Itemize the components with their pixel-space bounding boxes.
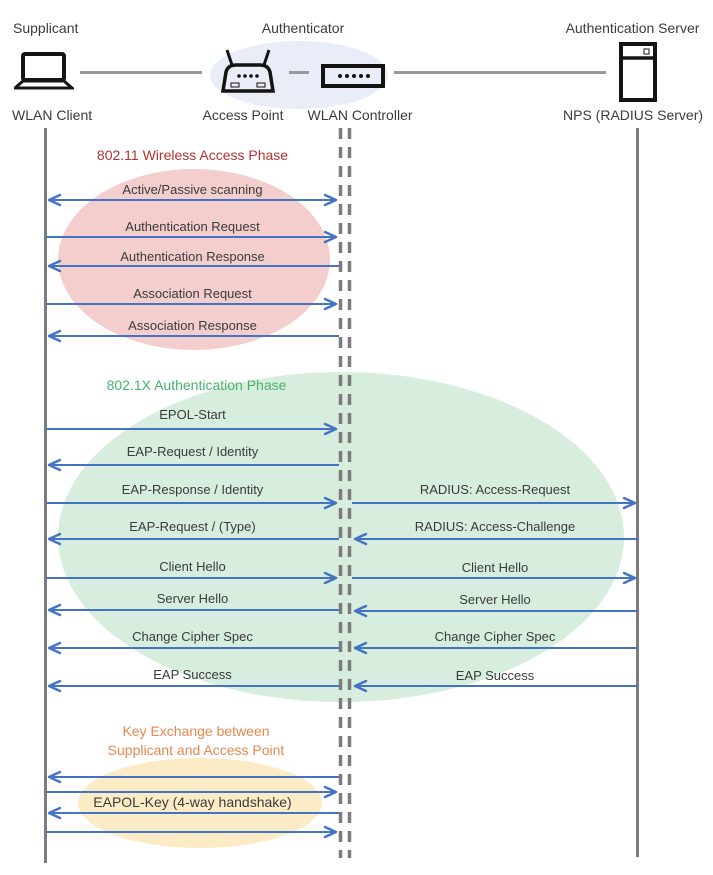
connector-ap-controller [289,71,309,74]
arrow-eapol-key-4-right [46,825,338,839]
node-access-point: Access Point [202,107,284,123]
message-label: EAP Success [455,668,535,683]
message-label: RADIUS: Access-Challenge [414,519,576,534]
role-authentication-server: Authentication Server [565,20,700,36]
arrow-change-cipher-spec-right-left [353,641,638,655]
message-label: EPOL-Start [159,407,226,422]
arrow-server-hello-left-left [47,603,339,617]
arrow-active-passive-scanning-both [47,193,338,207]
arrow-change-cipher-spec-left-left [47,641,339,655]
message-label: EAP-Request / (Type) [129,519,256,534]
arrow-association-request-right [46,297,338,311]
node-wlan-controller: WLAN Controller [307,107,413,123]
connector-client-ap [80,71,202,74]
arrow-eap-response-identity-right [46,496,338,510]
message-label: Server Hello [156,591,229,606]
laptop-icon [14,52,74,90]
wlan-controller-icon [321,64,385,88]
message-label: Change Cipher Spec [132,629,253,644]
lifeline-wlan-controller-dashed [338,128,352,858]
arrow-epol-start-right [46,422,338,436]
phase3-title-line1: Key Exchange between [122,723,270,739]
message-label: Server Hello [459,592,531,607]
arrow-eap-request-type-left [47,532,339,546]
arrow-eap-success-left-left [47,679,339,693]
phase3-title-line2: Supplicant and Access Point [107,742,285,758]
lifeline-wlan-client [44,128,47,863]
message-label: EAP-Response / Identity [121,482,264,497]
connector-controller-server [394,71,606,74]
phase2-title: 802.1X Authentication Phase [106,377,287,393]
arrow-client-hello-right-right [352,571,637,585]
arrow-authentication-response-left [47,259,339,273]
arrow-radius-access-request-right [352,496,637,510]
message-label: Change Cipher Spec [434,629,556,644]
message-label: Active/Passive scanning [122,182,263,197]
node-nps-radius-server: NPS (RADIUS Server) [563,107,704,123]
message-label: Authentication Request [125,219,260,234]
role-supplicant: Supplicant [13,20,79,36]
arrow-radius-access-challenge-left [353,532,638,546]
access-point-icon [220,49,276,93]
arrow-eap-success-right-left [353,679,638,693]
arrow-association-response-left [47,329,339,343]
role-authenticator: Authenticator [261,20,345,36]
message-label: Association Request [133,286,252,301]
arrow-eap-request-identity-left [47,458,339,472]
arrow-client-hello-left-right [46,571,338,585]
message-label: Client Hello [159,559,226,574]
arrow-server-hello-right-left [353,604,638,618]
arrow-eapol-key-3-left [47,806,339,820]
node-wlan-client: WLAN Client [12,107,93,123]
message-label: EAP-Request / Identity [126,444,259,459]
message-label: EAP Success [153,667,232,682]
arrow-eapol-key-1-left [47,770,339,784]
message-label: RADIUS: Access-Request [419,482,571,497]
message-label: Client Hello [461,560,529,575]
message-label: Association Response [128,318,257,333]
message-label: Authentication Response [120,249,265,264]
server-icon [619,42,657,102]
phase1-title: 802.11 Wireless Access Phase [96,147,289,163]
phase3-title: Key Exchange between Supplicant and Acce… [46,722,346,760]
message-label: EAPOL-Key (4-way handshake) [93,794,292,810]
lifeline-nps-server [636,128,639,857]
arrow-authentication-request-right [46,230,338,244]
arrow-eapol-key-2-right [46,785,338,799]
